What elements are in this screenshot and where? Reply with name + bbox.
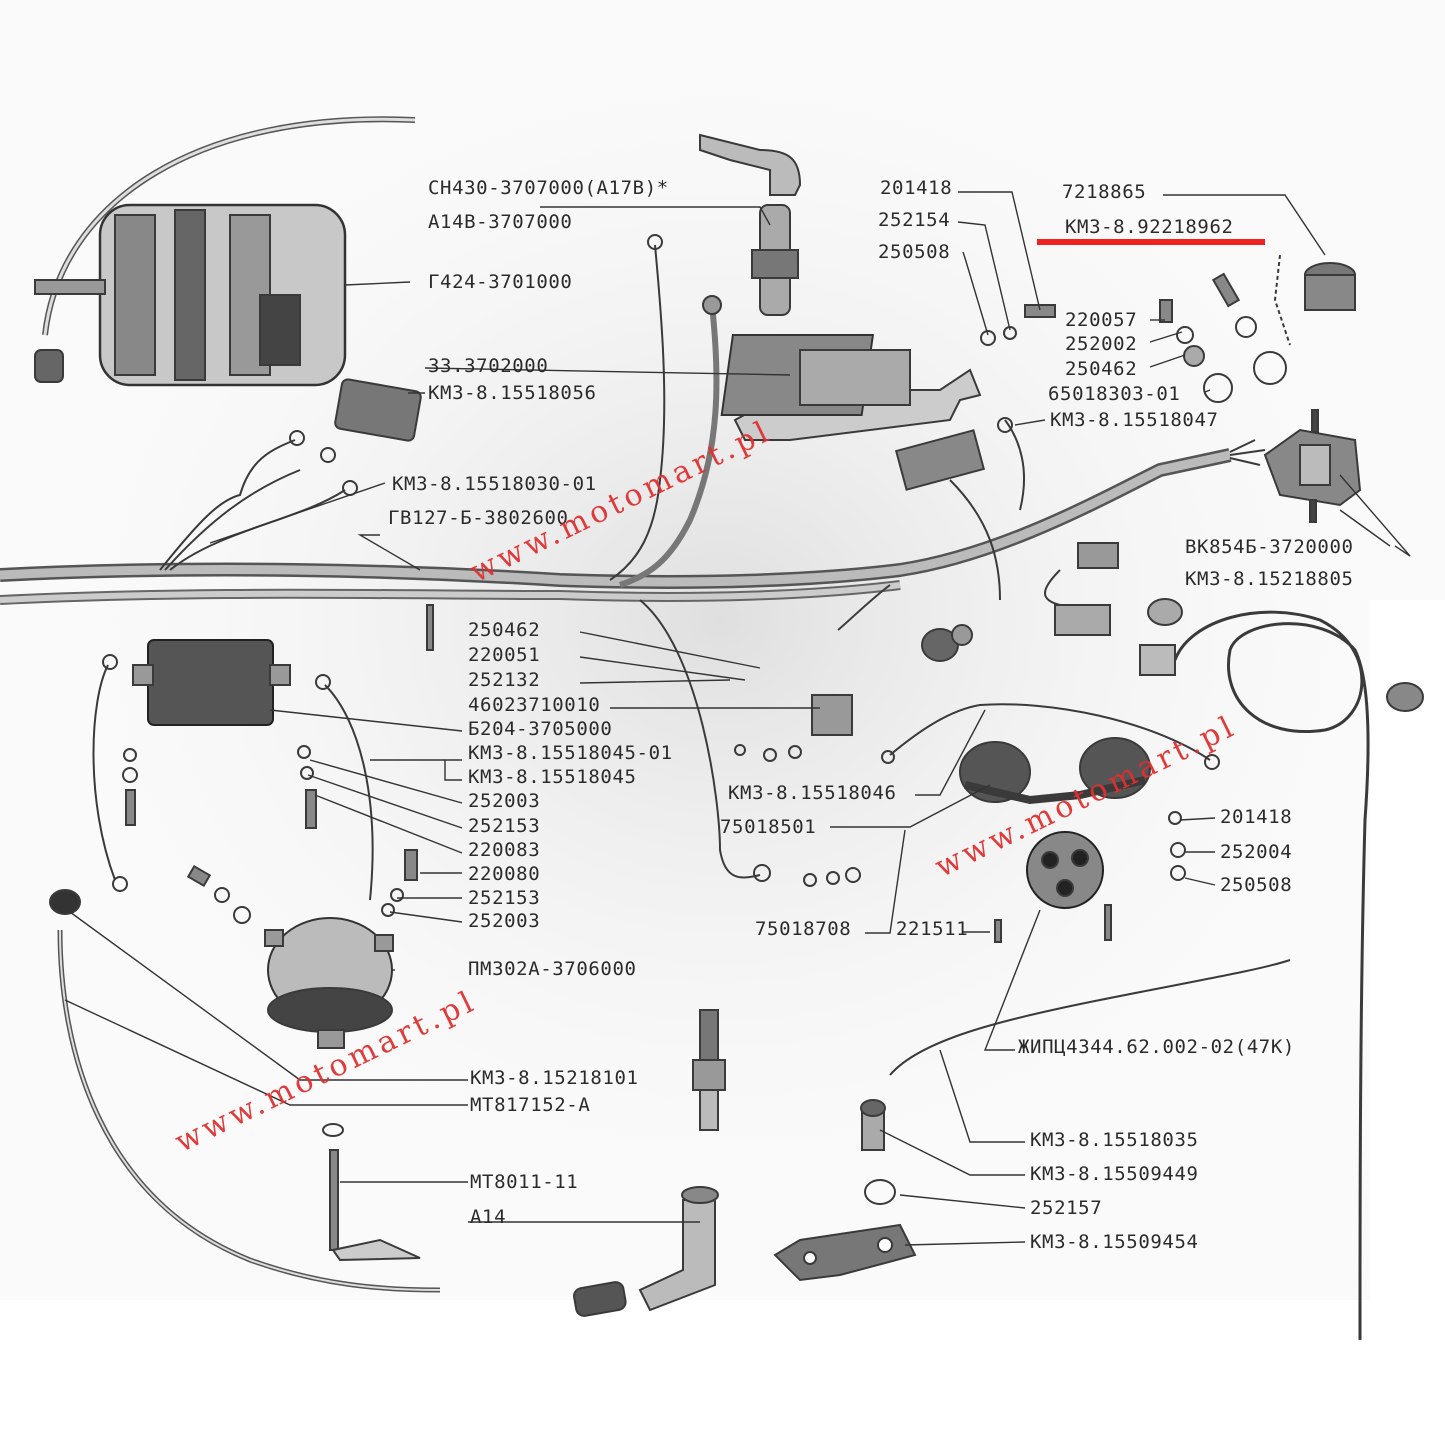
label-b204: Б204-3705000 (468, 718, 613, 740)
label-15518045: КМЗ-8.15518045 (468, 766, 637, 788)
label-250508-bottom: 250508 (1220, 874, 1293, 896)
label-75018501: 75018501 (720, 816, 817, 838)
label-92218962: КМЗ-8.92218962 (1065, 216, 1234, 238)
label-221511: 221511 (896, 918, 969, 940)
label-zhipts: ЖИПЦ4344.62.002-02(47К) (1018, 1036, 1295, 1058)
label-250462-mid: 250462 (468, 619, 541, 641)
label-15218805: КМЗ-8.15218805 (1185, 568, 1354, 590)
switch-75018501 (959, 737, 1151, 805)
label-a14v: А14В-3707000 (428, 211, 573, 233)
label-g424: Г424-3701000 (428, 271, 573, 293)
spark-plug-lower (692, 1009, 726, 1131)
bolt-mt8011 (322, 1123, 421, 1262)
wire-15518046 (881, 703, 1220, 770)
label-252004: 252004 (1220, 841, 1293, 863)
socket-zhipts (994, 831, 1112, 943)
long-loop-wire (1139, 610, 1370, 1341)
voltage-regulator (720, 334, 982, 441)
plug-cap-a14 (573, 1186, 719, 1317)
highlight-underline (1037, 239, 1265, 245)
label-15509454: КМЗ-8.15509454 (1030, 1231, 1199, 1253)
label-15518045-01: КМЗ-8.15518045-01 (468, 742, 673, 764)
label-220057: 220057 (1065, 309, 1138, 331)
label-220080: 220080 (468, 863, 541, 885)
label-15518046: КМЗ-8.15518046 (728, 782, 897, 804)
spark-plug-top (699, 133, 802, 316)
small-connectors (837, 542, 1119, 662)
label-46023710010: 46023710010 (468, 694, 601, 716)
label-201418-top: 201418 (880, 177, 953, 199)
label-250508-top: 250508 (878, 241, 951, 263)
label-252157: 252157 (1030, 1197, 1103, 1219)
cap-7218865 (1304, 262, 1356, 311)
label-a14: А14 (470, 1206, 507, 1228)
label-65018303-01: 65018303-01 (1048, 383, 1181, 405)
label-33-3702000: 33.3702000 (428, 355, 549, 377)
label-sn430: СН430-3707000(А17В)* (428, 177, 669, 199)
horn-pm302a (264, 917, 394, 1049)
label-gv127: ГВ127-Б-3802600 (388, 507, 569, 529)
left-long-wire (49, 889, 441, 1293)
label-252003-b: 252003 (468, 910, 541, 932)
main-wiring-harness (0, 439, 1266, 605)
brake-switch-vk854b (1263, 409, 1362, 523)
hardware-bottom-right (426, 599, 1291, 1282)
label-220083: 220083 (468, 839, 541, 861)
ring-terminal-leads (159, 430, 358, 571)
label-252153-a: 252153 (468, 815, 541, 837)
label-220051: 220051 (468, 644, 541, 666)
label-15518030-01: КМЗ-8.15518030-01 (392, 473, 597, 495)
label-15518056: КМЗ-8.15518056 (428, 382, 597, 404)
label-201418-bottom: 201418 (1220, 806, 1293, 828)
screws-top-right (980, 254, 1291, 403)
label-15218101: КМЗ-8.15218101 (470, 1067, 639, 1089)
leader-lines (64, 191, 1411, 1246)
label-mt817152: МТ817152-А (470, 1094, 591, 1116)
label-252002: 252002 (1065, 333, 1138, 355)
label-252132: 252132 (468, 669, 541, 691)
label-252154: 252154 (878, 209, 951, 231)
ignition-coil-b204 (92, 639, 374, 901)
connector-15518056 (334, 378, 422, 442)
label-15518035: КМЗ-8.15518035 (1030, 1129, 1199, 1151)
label-15518047: КМЗ-8.15518047 (1050, 409, 1219, 431)
alternator-g424 (34, 203, 347, 387)
label-mt8011: МТ8011-11 (470, 1171, 579, 1193)
label-252003-a: 252003 (468, 790, 541, 812)
label-15509449: КМЗ-8.15509449 (1030, 1163, 1199, 1185)
label-7218865: 7218865 (1062, 181, 1147, 203)
label-vk854b: ВК854Б-3720000 (1185, 536, 1354, 558)
label-250462-top: 250462 (1065, 358, 1138, 380)
connector-15518047 (894, 417, 1026, 601)
label-pm302a: ПМ302А-3706000 (468, 958, 637, 980)
grommet-15218805 (1147, 598, 1424, 712)
label-75018708: 75018708 (755, 918, 852, 940)
hardware-left (122, 745, 418, 924)
label-252153-b: 252153 (468, 887, 541, 909)
center-leads (609, 234, 722, 588)
